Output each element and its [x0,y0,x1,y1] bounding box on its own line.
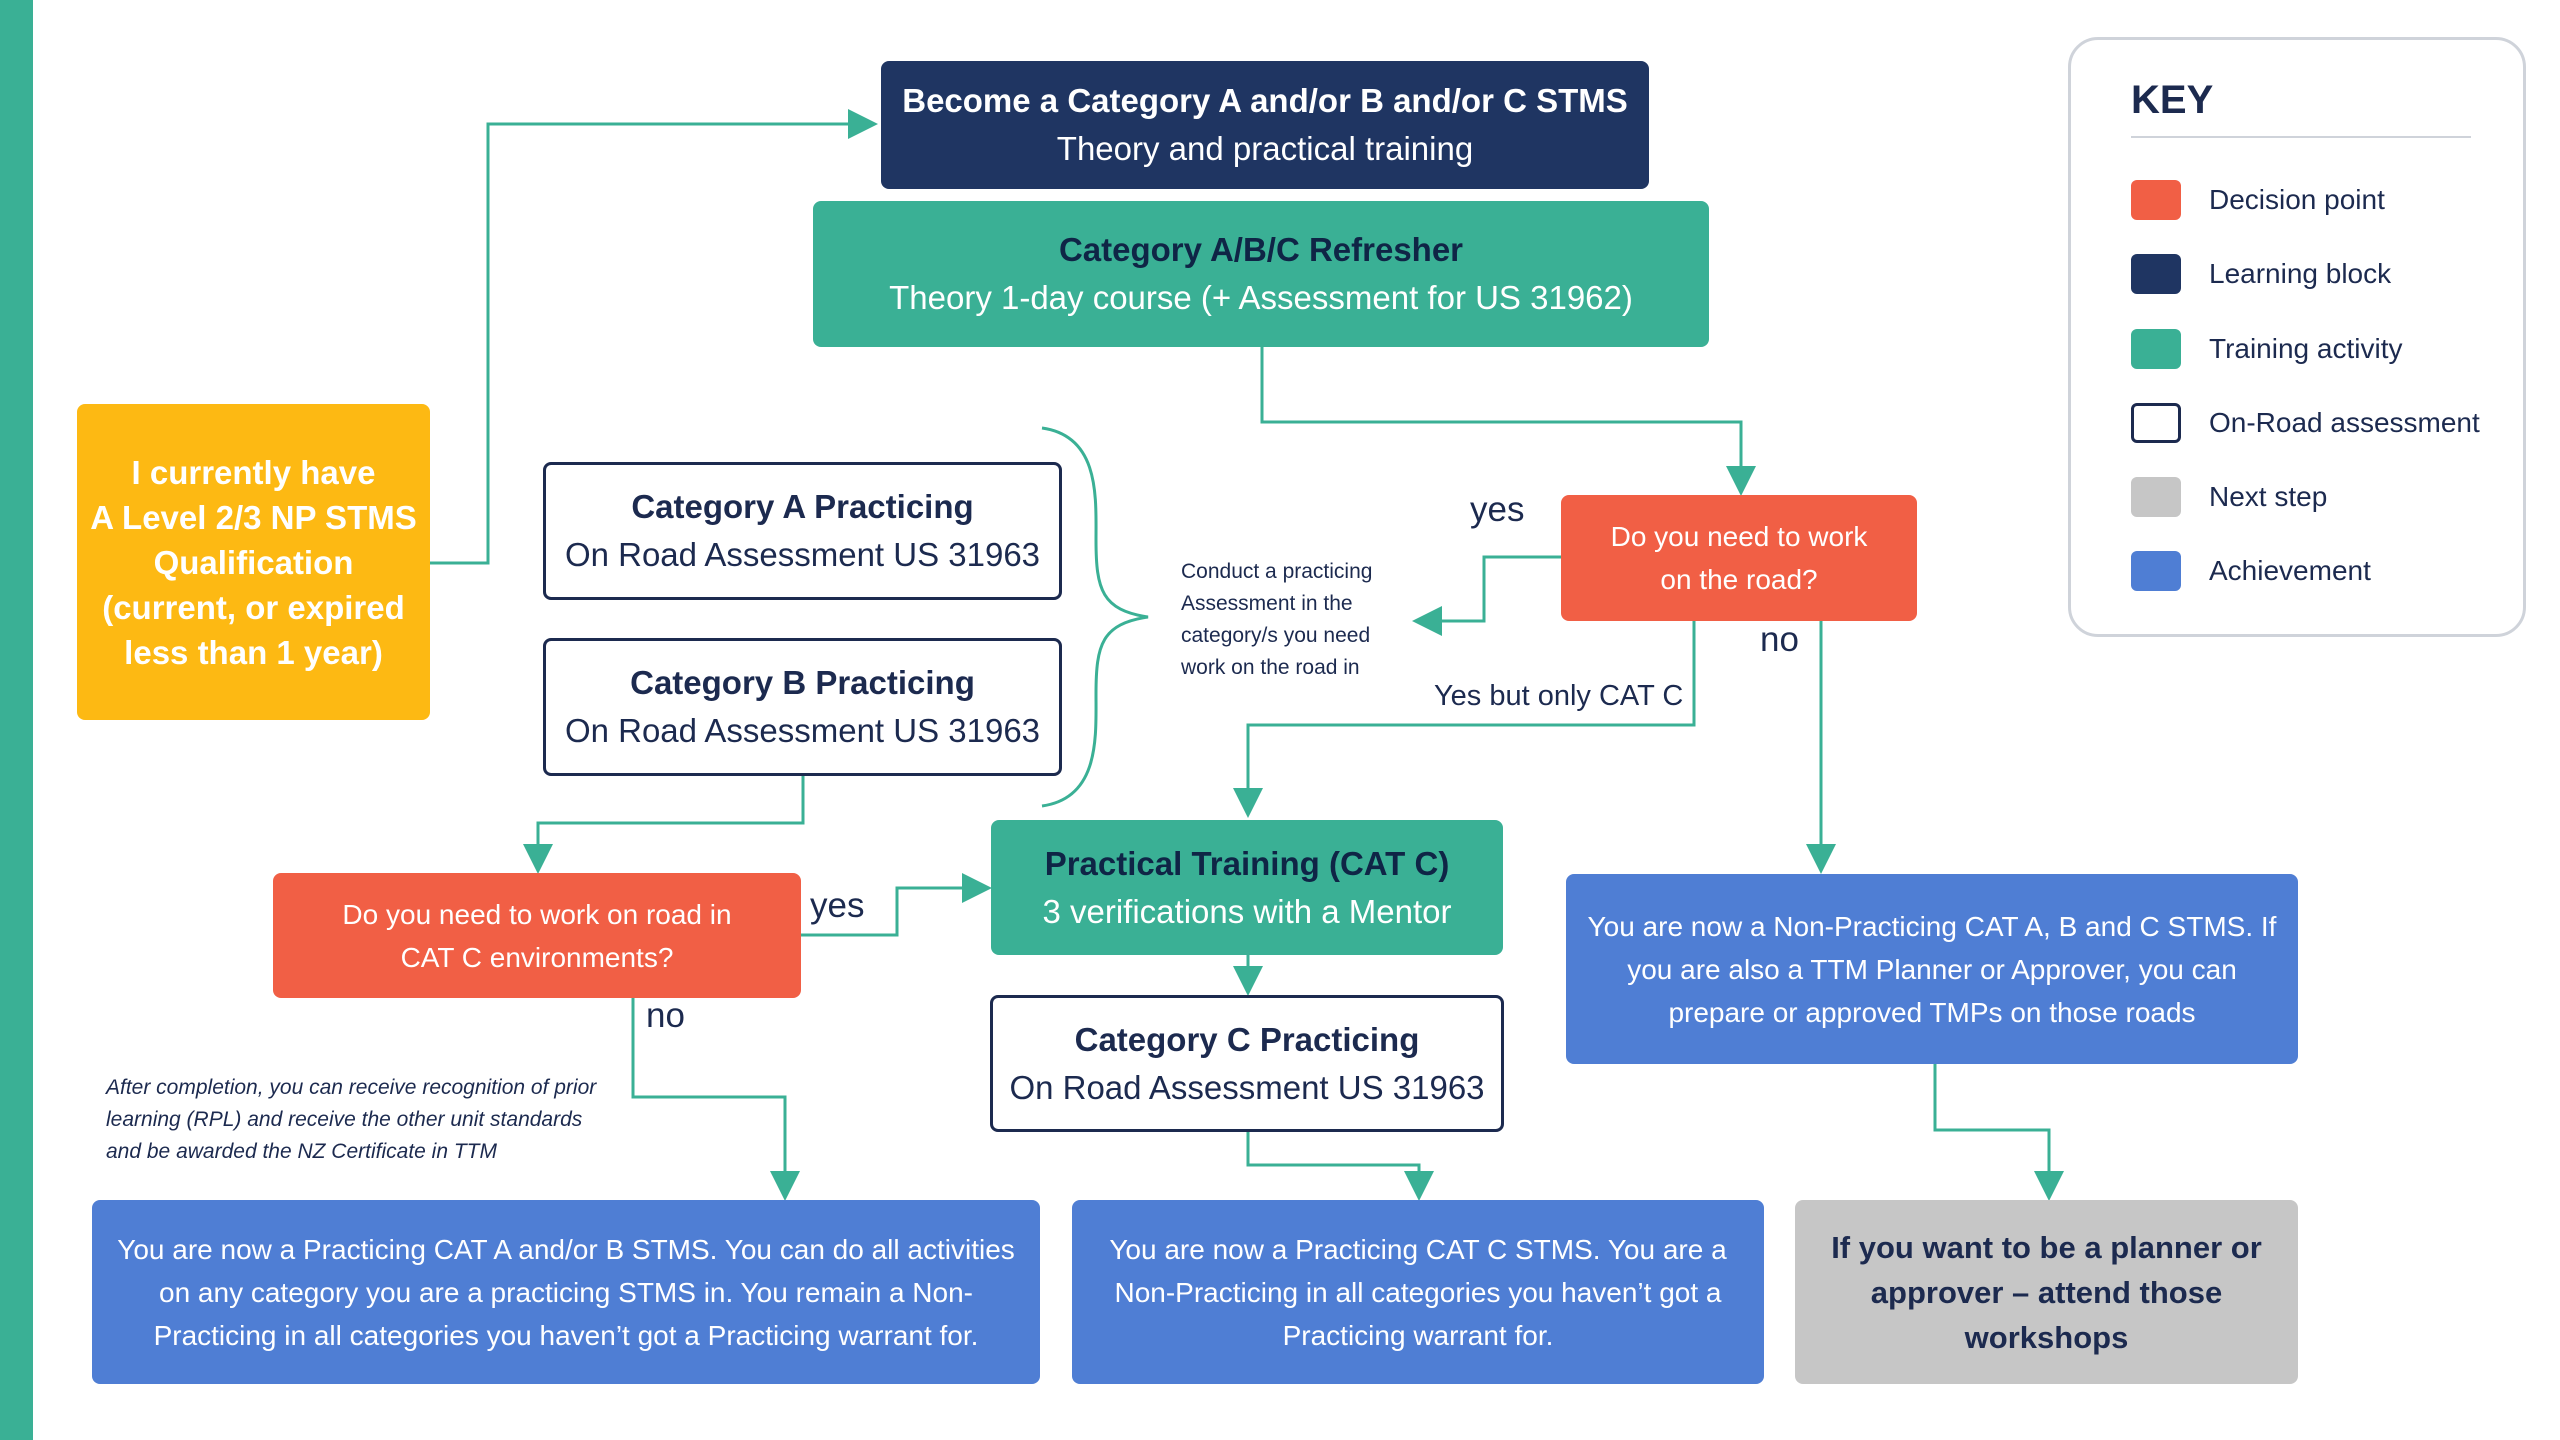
practicing-ab-line-2: on any category you are a practicing STM… [159,1276,973,1308]
qual-line-3: Qualification [153,543,354,581]
label-yes-need-road: yes [1470,490,1525,529]
training-swatch [2131,329,2181,369]
decision-swatch [2131,180,2181,220]
rpl-line-2: learning (RPL) and receive the other uni… [106,1108,583,1131]
decision-need-cat-c-box: Do you need to work on road in CAT C env… [273,873,801,998]
non-practicing-line-2: you are also a TTM Planner or Approver, … [1627,953,2237,985]
non-practicing-line-1: You are now a Non-Practicing CAT A, B an… [1587,910,2277,942]
planner-line-1: If you want to be a planner or [1831,1229,2262,1265]
need-cat-c-line-1: Do you need to work on road in [342,898,732,930]
key-label-training: Training activity [2209,333,2403,364]
key-item-learning: Learning block [2131,252,2391,296]
label-yes-but-cat-c: Yes but only CAT C [1434,680,1684,712]
cat-a-practicing-box: Category A Practicing On Road Assessment… [543,462,1062,600]
connector-qual-to-become [430,109,878,565]
current-qualification-box: I currently have A Level 2/3 NP STMS Qua… [77,404,430,720]
rpl-line-1: After completion, you can receive recogn… [106,1076,597,1099]
qual-line-4: (current, or expired [102,588,405,626]
practical-subtitle: 3 verifications with a Mentor [1042,892,1452,930]
key-label-achievement: Achievement [2209,555,2371,586]
rpl-note: After completion, you can receive recogn… [106,1072,596,1168]
conduct-line-2: Assessment in the [1181,592,1353,615]
qual-line-2: A Level 2/3 NP STMS [90,498,417,536]
key-panel: KEY Decision point Learning block Traini… [2068,37,2526,637]
practicing-ab-achievement-box: You are now a Practicing CAT A and/or B … [92,1200,1040,1384]
practicing-c-line-1: You are now a Practicing CAT C STMS. You… [1109,1233,1727,1265]
label-no-need-cat-c: no [646,996,685,1035]
key-title: KEY [2131,78,2214,122]
qual-line-1: I currently have [131,453,376,491]
key-item-on-road: On-Road assessment [2131,401,2480,445]
key-label-learning: Learning block [2209,258,2392,289]
cat-c-practicing-box: Category C Practicing On Road Assessment… [990,995,1504,1132]
connector-no-to-practicing-ab [631,998,800,1201]
refresher-subtitle: Theory 1-day course (+ Assessment for US… [889,279,1633,316]
practicing-ab-line-3: Practicing in all categories you haven’t… [153,1319,979,1351]
conduct-line-1: Conduct a practicing [1181,560,1373,583]
become-subtitle: Theory and practical training [1056,130,1474,167]
key-label-next-step: Next step [2209,481,2328,512]
rpl-line-3: and be awarded the NZ Certificate in TTM [106,1140,498,1163]
cat-b-practicing-box: Category B Practicing On Road Assessment… [543,638,1062,776]
cat-a-title: Category A Practicing [631,488,974,525]
refresher-box: Category A/B/C Refresher Theory 1-day co… [813,201,1709,347]
need-cat-c-line-2: CAT C environments? [400,941,674,973]
label-no-need-road: no [1760,620,1799,659]
qual-line-5: less than 1 year) [124,633,383,671]
cat-c-title: Category C Practicing [1074,1020,1420,1058]
non-practicing-achievement-box: You are now a Non-Practicing CAT A, B an… [1566,874,2298,1064]
connector-yes-to-conduct [1412,555,1561,636]
practical-training-box: Practical Training (CAT C) 3 verificatio… [991,820,1503,955]
cat-a-subtitle: On Road Assessment US 31963 [564,536,1041,573]
decision-need-road-box: Do you need to work on the road? [1561,495,1917,621]
label-yes-need-cat-c: yes [810,886,865,925]
learning-swatch [2131,254,2181,294]
conduct-bracket [1041,426,1149,808]
practicing-ab-line-1: You are now a Practicing CAT A and/or B … [117,1233,1015,1265]
planner-line-2: approver – attend those [1870,1274,2223,1310]
need-road-line-1: Do you need to work [1610,521,1868,552]
next-step-swatch [2131,477,2181,517]
key-item-training: Training activity [2131,327,2402,371]
key-item-achievement: Achievement [2131,549,2371,593]
conduct-line-4: work on the road in [1181,656,1360,679]
conduct-line-3: category/s you need [1181,624,1371,647]
cat-b-subtitle: On Road Assessment US 31963 [564,712,1041,749]
key-divider [2131,136,2471,138]
achievement-swatch [2131,551,2181,591]
non-practicing-line-3: prepare or approved TMPs on those roads [1668,996,2196,1028]
planner-next-step-box: If you want to be a planner or approver … [1795,1200,2298,1384]
become-stms-box: Become a Category A and/or B and/or C ST… [881,61,1649,189]
refresher-title: Category A/B/C Refresher [1058,231,1464,268]
connector-yes-to-practical [801,873,992,937]
practicing-c-line-3: Practicing warrant for. [1282,1319,1554,1351]
connector-non-practicing-to-planner [1933,1064,2064,1201]
connector-cat-c-to-practicing-c [1246,1132,1434,1201]
become-title: Become a Category A and/or B and/or C ST… [902,82,1628,119]
need-road-line-2: on the road? [1660,564,1818,595]
cat-c-subtitle: On Road Assessment US 31963 [1009,1068,1485,1106]
practicing-c-line-2: Non-Practicing in all categories you hav… [1114,1276,1722,1308]
connector-refresher-to-need-road [1260,347,1756,496]
practical-title: Practical Training (CAT C) [1044,844,1450,882]
key-item-decision: Decision point [2131,178,2385,222]
on-road-swatch [2131,403,2181,443]
key-label-decision: Decision point [2209,184,2385,215]
connector-yes-cat-c-to-practical [1233,621,1696,818]
cat-b-title: Category B Practicing [630,664,975,701]
connector-cat-b-to-need-cat-c [523,775,805,874]
planner-line-3: workshops [1964,1319,2129,1355]
key-label-on-road: On-Road assessment [2209,407,2480,438]
left-accent-bar [0,0,33,1440]
key-item-next-step: Next step [2131,475,2327,519]
conduct-assessment-note: Conduct a practicing Assessment in the c… [1181,556,1372,684]
practicing-c-achievement-box: You are now a Practicing CAT C STMS. You… [1072,1200,1764,1384]
